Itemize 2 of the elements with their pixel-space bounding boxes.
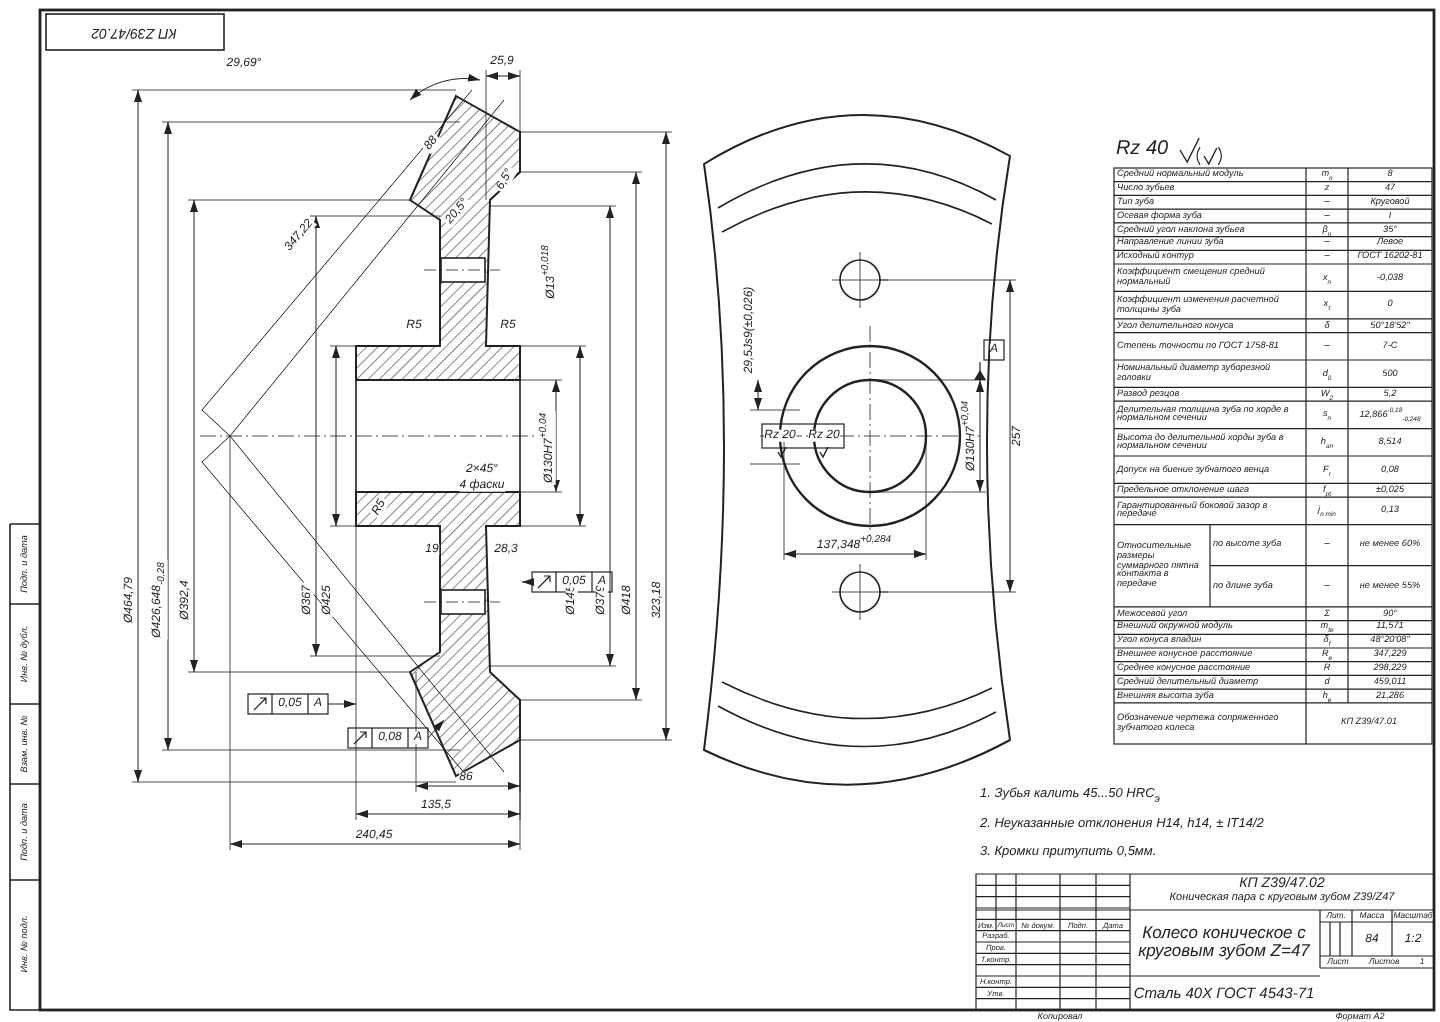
surface-roughness-value: Rz 40 bbox=[1115, 139, 1169, 161]
part-name: Колесо коническое с круговым зубом Z=47 bbox=[1132, 924, 1316, 960]
